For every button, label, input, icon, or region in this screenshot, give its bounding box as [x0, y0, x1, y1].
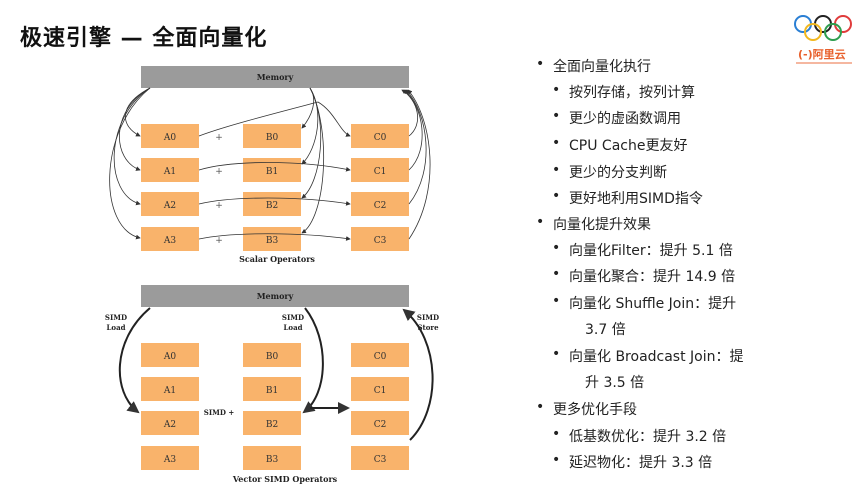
simd-store-label: SIMD: [417, 313, 439, 322]
vector-arrows: [118, 307, 434, 441]
scalar-box-a1: [141, 158, 199, 182]
scalar-box-b3: [243, 227, 301, 251]
bullet-section: 全面向量化执行: [536, 56, 651, 76]
slide-title: 极速引擎 — 全面向量化: [20, 26, 268, 51]
bullet-item: 更少的分支判断: [552, 162, 667, 182]
vector-box-a3: [141, 446, 199, 470]
scalar-label-b1: B1: [266, 167, 278, 177]
scalar-box-c0: [351, 124, 409, 148]
vector-box-a0: [141, 343, 199, 367]
scalar-box-a3: [141, 227, 199, 251]
vector-label-b3: B3: [266, 455, 279, 465]
scalar-label-a3: A3: [163, 236, 176, 246]
bullet-item: 更好地利用SIMD指令: [552, 188, 703, 208]
scalar-c-column: C0 C1 C2 C3: [351, 124, 409, 251]
scalar-box-c3: [351, 227, 409, 251]
scalar-a-column: A0 A1 A2 A3: [141, 124, 199, 251]
plus-sign: +: [215, 133, 223, 143]
simd-plus-label: SIMD +: [204, 408, 235, 417]
scalar-box-b0: [243, 124, 301, 148]
vector-label-c1: C1: [374, 386, 387, 396]
vector-box-a2: [141, 411, 199, 435]
vector-box-b2: [243, 411, 301, 435]
scalar-memory-label: Memory: [257, 72, 294, 82]
olympic-rings-icon: [794, 15, 852, 41]
scalar-label-c2: C2: [374, 201, 387, 211]
vector-box-b3: [243, 446, 301, 470]
scalar-plus-signs: + + + +: [215, 133, 223, 246]
vector-a-column: A0 A1 A2 A3: [141, 343, 199, 470]
scalar-label-c0: C0: [374, 133, 387, 143]
scalar-label-b3: B3: [266, 236, 279, 246]
vector-caption: Vector SIMD Operators: [232, 474, 338, 484]
vector-label-a3: A3: [163, 455, 176, 465]
bullet-item: 低基数优化：提升 3.2 倍: [552, 426, 726, 446]
scalar-arrows: [109, 87, 431, 241]
brand-tagline: [796, 62, 852, 64]
simd-load-mid-label: Load: [283, 323, 302, 332]
brand-name: (-)阿里云: [798, 48, 846, 61]
plus-sign: +: [215, 167, 223, 177]
logo: (-)阿里云: [790, 10, 856, 70]
simd-store-label: Store: [417, 323, 439, 332]
vector-label-a2: A2: [163, 420, 176, 430]
vector-c-column: C0 C1 C2 C3: [351, 343, 409, 470]
vector-box-b0: [243, 343, 301, 367]
plus-sign: +: [215, 201, 223, 211]
bullet-section: 向量化提升效果: [536, 214, 651, 234]
scalar-label-b0: B0: [266, 133, 279, 143]
scalar-box-a0: [141, 124, 199, 148]
bullet-item: 更少的虚函数调用: [552, 108, 681, 128]
plus-sign: +: [215, 236, 223, 246]
simd-load-left-label: SIMD: [105, 313, 127, 322]
scalar-caption: Scalar Operators: [239, 254, 315, 264]
scalar-box-c2: [351, 192, 409, 216]
vector-label-c0: C0: [374, 352, 387, 362]
bullet-item: 向量化 Shuffle Join：提升: [552, 293, 736, 313]
simd-load-left-label: Load: [106, 323, 125, 332]
vector-box-c2: [351, 411, 409, 435]
bullet-item: 向量化Filter：提升 5.1 倍: [552, 240, 733, 260]
vector-label-c2: C2: [374, 420, 387, 430]
bullet-item: 向量化聚合：提升 14.9 倍: [552, 266, 735, 286]
scalar-label-a1: A1: [163, 167, 176, 177]
bullet-item: CPU Cache更友好: [552, 135, 687, 155]
simd-load-mid-label: SIMD: [282, 313, 304, 322]
vector-box-b1: [243, 377, 301, 401]
scalar-label-c1: C1: [374, 167, 387, 177]
vector-label-b2: B2: [266, 420, 278, 430]
bullet-item-continued: 3.7 倍: [585, 322, 626, 338]
scalar-memory-bar: [141, 66, 409, 88]
bullet-item: 按列存储，按列计算: [552, 82, 695, 102]
vector-label-b0: B0: [266, 352, 279, 362]
vector-label-b1: B1: [266, 386, 278, 396]
vector-box-c1: [351, 377, 409, 401]
scalar-box-a2: [141, 192, 199, 216]
bullet-section: 更多优化手段: [536, 399, 637, 419]
vector-b-column: B0 B1 B2 B3: [243, 343, 301, 470]
scalar-label-a0: A0: [163, 133, 176, 143]
scalar-b-column: B0 B1 B2 B3: [243, 124, 301, 251]
scalar-label-a2: A2: [163, 201, 176, 211]
vector-memory-bar: [141, 285, 409, 307]
scalar-box-b1: [243, 158, 301, 182]
scalar-box-c1: [351, 158, 409, 182]
vector-memory-label: Memory: [257, 291, 294, 301]
vector-box-a1: [141, 377, 199, 401]
scalar-label-c3: C3: [374, 236, 387, 246]
bullet-item: 延迟物化：提升 3.3 倍: [552, 452, 712, 472]
vector-label-a1: A1: [163, 386, 176, 396]
scalar-box-b2: [243, 192, 301, 216]
vector-label-a0: A0: [163, 352, 176, 362]
vector-box-c0: [351, 343, 409, 367]
vector-box-c3: [351, 446, 409, 470]
bullet-item-continued: 升 3.5 倍: [585, 375, 645, 391]
bullet-item: 向量化 Broadcast Join：提: [552, 346, 744, 366]
vector-label-c3: C3: [374, 455, 387, 465]
scalar-label-b2: B2: [266, 201, 278, 211]
